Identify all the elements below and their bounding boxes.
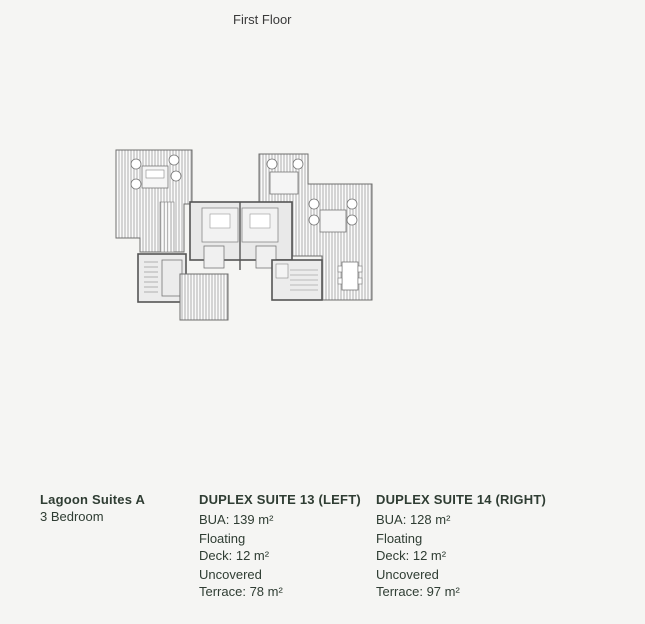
suite-14-uncovered-label: Uncovered <box>376 567 439 582</box>
suite-13-uncovered-label: Uncovered <box>199 567 262 582</box>
suite-13-info: DUPLEX SUITE 13 (LEFT) BUA: 139 m² Float… <box>199 492 361 600</box>
suite-14-bua: BUA: 128 m² <box>376 511 451 527</box>
suite-14-floating-value: Deck: 12 m² <box>376 547 447 563</box>
suite-13-bua: BUA: 139 m² <box>199 511 274 527</box>
suite-13-floating-label: Floating <box>199 531 246 546</box>
project-info: Lagoon Suites A 3 Bedroom <box>40 492 145 525</box>
left-terrace <box>115 149 193 253</box>
suite-14-uncovered-value: Terrace: 97 m² <box>376 583 460 599</box>
right-stair-wing <box>271 259 323 301</box>
suite-13-uncovered-value: Terrace: 78 m² <box>199 583 283 599</box>
suite-14-title: DUPLEX SUITE 14 (RIGHT) <box>376 492 547 507</box>
project-bedrooms: 3 Bedroom <box>40 508 104 524</box>
left-stair-wing <box>137 253 229 321</box>
project-name: Lagoon Suites A <box>40 492 146 507</box>
suite-14-info: DUPLEX SUITE 14 (RIGHT) BUA: 128 m² Floa… <box>376 492 546 600</box>
floor-plan <box>115 149 373 321</box>
suite-13-title: DUPLEX SUITE 13 (LEFT) <box>199 492 361 507</box>
interior-rooms <box>189 201 293 270</box>
suite-14-floating-label: Floating <box>376 531 423 546</box>
suite-13-floating-value: Deck: 12 m² <box>199 547 270 563</box>
floor-title: First Floor <box>233 12 292 27</box>
